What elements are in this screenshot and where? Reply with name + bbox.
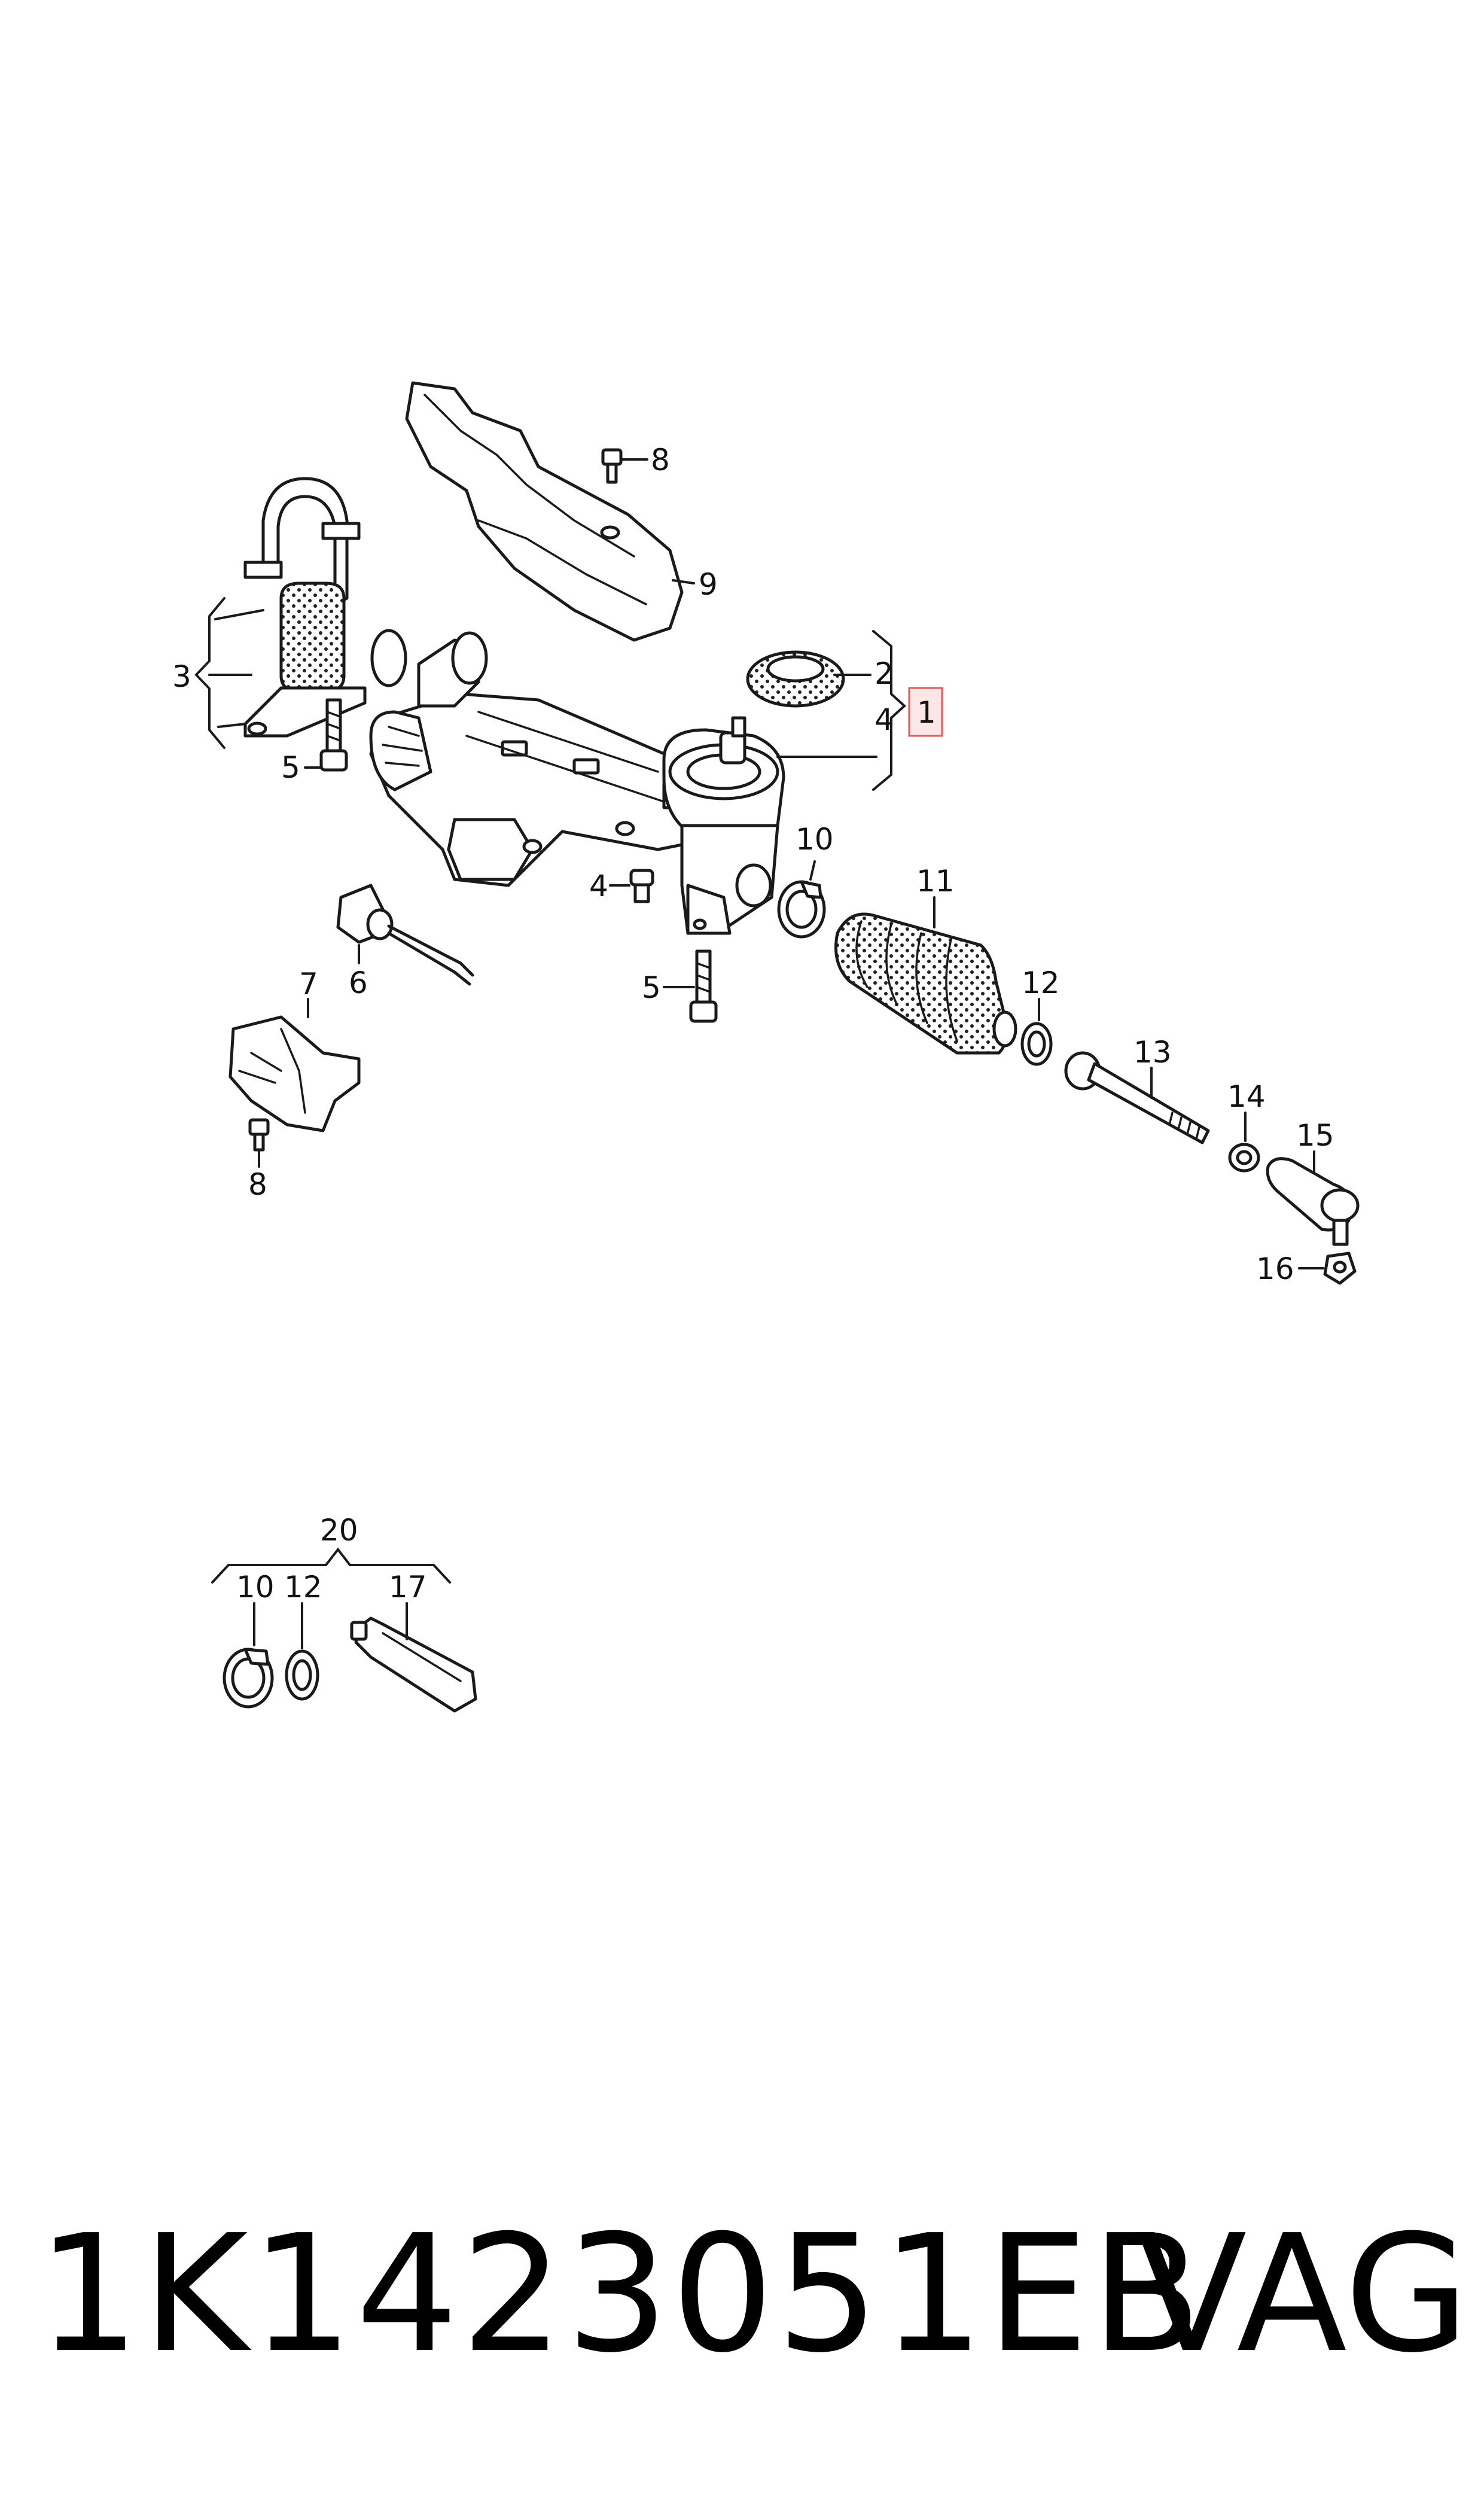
part-number: 1K1423051EB bbox=[37, 2200, 1205, 2388]
tie-rod-end bbox=[1266, 1157, 1360, 1246]
self-locking-nut bbox=[1323, 1252, 1357, 1285]
callout-12-kit: 12 bbox=[284, 1570, 322, 1604]
lock-nut bbox=[1228, 1143, 1260, 1173]
callout-10: 10 bbox=[796, 822, 834, 857]
callout-17: 17 bbox=[389, 1570, 427, 1604]
leader-lines bbox=[194, 458, 1324, 1649]
callout-13: 13 bbox=[1133, 1035, 1172, 1070]
callout-15: 15 bbox=[1296, 1118, 1334, 1153]
mounting-bracket bbox=[243, 477, 367, 738]
callout-8-bottom: 8 bbox=[248, 1167, 267, 1202]
screw-top bbox=[601, 448, 623, 484]
callout-11: 11 bbox=[916, 864, 955, 899]
screw-left bbox=[319, 698, 348, 772]
callout-7: 7 bbox=[299, 967, 318, 1001]
callout-6: 6 bbox=[349, 966, 368, 1000]
seal-ring bbox=[746, 650, 845, 708]
callout-5-middle: 5 bbox=[642, 970, 661, 1005]
callout-10-kit: 10 bbox=[236, 1570, 275, 1604]
rubber-bellows-boot bbox=[834, 912, 1017, 1055]
callout-12: 12 bbox=[1022, 966, 1060, 1000]
callout-1: 1 bbox=[917, 695, 936, 730]
highlight-box-part-1 bbox=[908, 687, 943, 737]
repair-kit-group bbox=[223, 1616, 477, 1713]
callout-2: 2 bbox=[874, 656, 894, 691]
callout-4-group: 4 bbox=[874, 702, 894, 737]
screw-bottom bbox=[248, 1118, 270, 1152]
clamp-small bbox=[1020, 1022, 1053, 1066]
callout-4-plug: 4 bbox=[589, 869, 608, 903]
heat-shield-plate bbox=[405, 381, 684, 642]
pinion-housing bbox=[662, 716, 785, 935]
callout-8-top: 8 bbox=[651, 443, 670, 477]
callout-3: 3 bbox=[172, 659, 191, 694]
shield-cover bbox=[228, 1015, 361, 1132]
brand-name: VAG bbox=[1136, 2200, 1470, 2388]
callout-16: 16 bbox=[1256, 1252, 1294, 1286]
screw-middle bbox=[689, 949, 718, 1023]
callout-20: 20 bbox=[320, 1513, 358, 1548]
steering-rack-housing bbox=[369, 629, 726, 887]
callout-14: 14 bbox=[1227, 1079, 1266, 1114]
clamp-large bbox=[777, 880, 826, 939]
sensor-connector bbox=[336, 884, 474, 986]
callout-labels: 1 2 3 4 4 5 5 6 7 8 8 9 10 11 12 13 14 1… bbox=[172, 443, 1334, 1604]
callout-5-left: 5 bbox=[281, 750, 300, 785]
callout-9: 9 bbox=[699, 567, 718, 602]
tie-rod bbox=[1064, 1051, 1210, 1144]
plug-bolt bbox=[629, 869, 654, 903]
